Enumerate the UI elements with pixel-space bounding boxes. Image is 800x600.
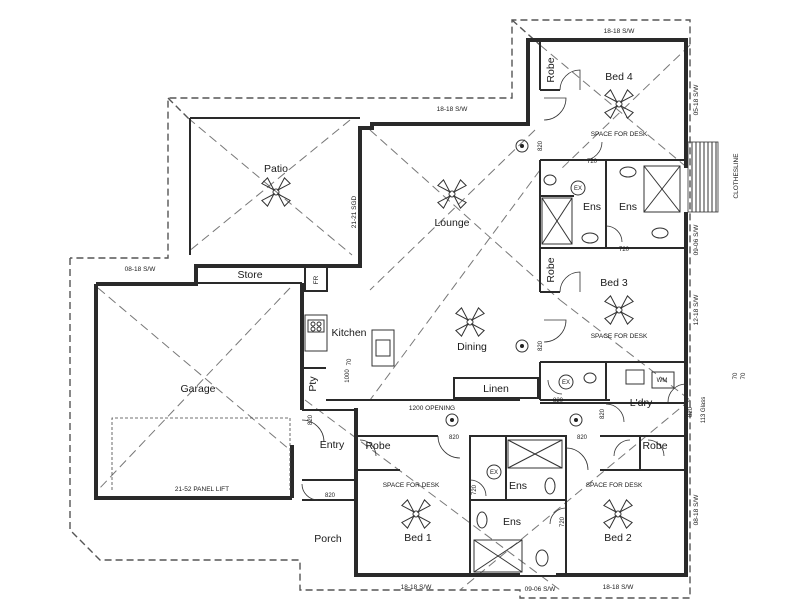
dim-top-lounge: 18-18 S/W xyxy=(437,106,469,113)
fan-icon xyxy=(261,177,291,207)
clothesline-icon xyxy=(687,141,719,213)
room-label-ens-left: Ens xyxy=(583,201,601,213)
dim-kitchen-70: 70 xyxy=(347,358,353,365)
dim-right-bed3: 12-18 S/W xyxy=(693,294,700,326)
garage-door xyxy=(111,417,291,490)
fan-icon xyxy=(603,499,633,529)
exhaust-label-centre: EX xyxy=(490,470,498,476)
room-label-entry: Entry xyxy=(320,439,345,451)
room-label-robe-bed1: Robe xyxy=(365,440,390,452)
room-label-robe-bed2: Robe xyxy=(642,440,667,452)
dim-right-mark-1: 70 xyxy=(733,372,739,379)
space-for-desk-bed3: SPACE FOR DESK xyxy=(591,333,648,340)
fan-icon xyxy=(604,295,634,325)
dim-bottom-bed1: 18-18 S/W xyxy=(401,584,433,591)
dim-door-ens-bed4: 720 xyxy=(587,159,598,165)
room-label-garage: Garage xyxy=(180,383,215,395)
room-label-linen: Linen xyxy=(483,383,509,395)
dim-right-ldry: 113 Glass xyxy=(701,397,707,424)
dim-door-bed1: 820 xyxy=(449,435,460,441)
exhaust-fan-icon xyxy=(570,180,586,196)
room-label-lounge: Lounge xyxy=(434,217,469,229)
smoke-detector-icon xyxy=(445,413,459,427)
exhaust-label-bed4: EX xyxy=(574,186,582,192)
exhaust-label-laundry: EX xyxy=(562,380,570,386)
dim-top-bed4: 18-18 S/W xyxy=(604,28,636,35)
dim-door-ens-bed3: 720 xyxy=(619,247,630,253)
fixtures xyxy=(307,165,681,573)
space-for-desk-bed1: SPACE FOR DESK xyxy=(383,482,440,489)
dim-right-mark-2: 70 xyxy=(741,372,747,379)
room-label-bed4: Bed 4 xyxy=(605,71,633,83)
smoke-detector-icon xyxy=(515,339,529,353)
room-label-ens-centre-top: Ens xyxy=(509,480,527,492)
room-label-dining: Dining xyxy=(457,341,487,353)
doors xyxy=(301,69,687,525)
dim-bottom-bed2: 18-18 S/W xyxy=(603,584,635,591)
smoke-detector-icon xyxy=(515,139,529,153)
ceiling-fan-icons xyxy=(261,89,634,529)
space-for-desk-bed2: SPACE FOR DESK xyxy=(586,482,643,489)
dim-door-bed4: 820 xyxy=(538,140,544,151)
washing-machine-label: WM xyxy=(657,378,668,384)
room-label-laundry: L'dry xyxy=(630,397,653,409)
exhaust-fan-icon xyxy=(486,464,502,480)
smoke-detector-icons xyxy=(445,139,583,427)
roof-hip-lines xyxy=(97,44,691,591)
room-label-bed1: Bed 1 xyxy=(404,532,432,544)
exhaust-fan-icon xyxy=(558,374,574,390)
room-label-bed3: Bed 3 xyxy=(600,277,628,289)
dim-door-bed2: 820 xyxy=(577,435,588,441)
dim-door-ens-l: 820 xyxy=(553,398,564,404)
fan-icon xyxy=(437,179,467,209)
room-label-ens-bed4: Ens xyxy=(619,201,637,213)
opening-label: 1200 OPENING xyxy=(409,405,455,412)
dim-door-porch: 820 xyxy=(325,493,336,499)
room-label-patio: Patio xyxy=(264,163,288,175)
exterior-walls xyxy=(94,38,688,577)
eave-outline xyxy=(69,19,691,599)
dim-right-bed4: 05-18 S/W xyxy=(693,84,700,116)
room-label-pantry: Pty xyxy=(307,376,319,392)
fan-icon xyxy=(455,307,485,337)
clothesline-label: CLOTHESLINE xyxy=(733,153,740,199)
fan-icon xyxy=(401,499,431,529)
dim-door-bed3: 820 xyxy=(538,340,544,351)
fridge-label: FR xyxy=(313,275,320,284)
dim-garage-top: 08-18 S/W xyxy=(125,266,157,273)
dim-bottom-ens: 09-06 S/W xyxy=(525,586,557,593)
dim-door-ldry-l: 820 xyxy=(600,408,606,419)
dim-door-entry: 820 xyxy=(308,414,314,425)
room-label-robe-bed4: Robe xyxy=(545,57,557,82)
dim-right-ens: 09-06 S/W xyxy=(693,224,700,256)
dim-door-ens-c: 720 xyxy=(472,484,478,495)
smoke-detector-icon xyxy=(569,413,583,427)
fan-icon xyxy=(604,89,634,119)
dim-right-bed2: 08-18 S/W xyxy=(693,494,700,526)
room-label-store: Store xyxy=(237,269,262,281)
room-label-bed2: Bed 2 xyxy=(604,532,632,544)
space-for-desk-bed4: SPACE FOR DESK xyxy=(591,131,648,138)
interior-walls xyxy=(196,40,686,577)
panel-lift-label: 21-52 PANEL LIFT xyxy=(175,486,229,493)
sliding-door-label: 21-21 SGD xyxy=(351,195,358,228)
room-label-kitchen: Kitchen xyxy=(331,327,366,339)
dim-kitchen-1000: 1000 xyxy=(345,369,351,383)
dim-door-ldry-r: 820 xyxy=(688,406,694,417)
room-label-robe-bed3: Robe xyxy=(545,257,557,282)
room-label-porch: Porch xyxy=(314,533,342,545)
dim-door-ens-c2: 720 xyxy=(560,516,566,527)
room-label-ens-centre-bottom: Ens xyxy=(503,516,521,528)
